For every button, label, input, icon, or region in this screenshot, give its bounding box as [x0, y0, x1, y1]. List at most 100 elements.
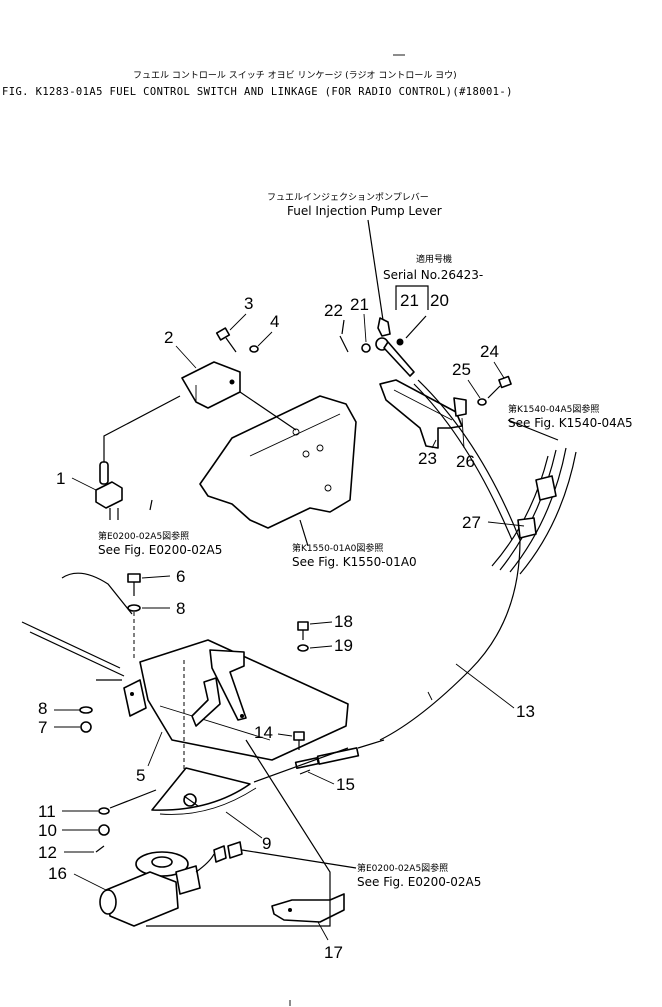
ref-k1550: See Fig. K1550-01A0 — [292, 555, 417, 569]
part-label-19: 19 — [334, 636, 353, 655]
rod-end-part-21 — [375, 337, 415, 377]
part-label-24: 24 — [480, 342, 499, 361]
sector-leader — [109, 789, 157, 809]
part-label-11: 11 — [38, 802, 56, 821]
part-label-25: 25 — [452, 360, 471, 379]
control-panel — [199, 395, 357, 529]
part-label-6: 6 — [176, 567, 185, 586]
bolt-part-18 — [297, 621, 309, 640]
nut-part-10 — [98, 824, 110, 836]
part-label-14: 14 — [254, 723, 273, 742]
clamp-part-26 — [453, 397, 467, 417]
bolt-part-24 — [487, 375, 512, 399]
motor-connector-a — [213, 845, 227, 863]
actuator-motor-part-16 — [99, 851, 201, 927]
plate-fold — [159, 705, 271, 741]
part-label-1: 1 — [56, 469, 65, 488]
part-label-26: 26 — [456, 452, 475, 471]
part-label-5: 5 — [136, 766, 145, 785]
pin-part-22 — [339, 335, 349, 353]
serial-label-jp: 適用号機 — [416, 253, 452, 265]
cable-mark — [427, 691, 433, 701]
pump-lever-label-jp: フュエルインジェクションポンプレバー — [267, 192, 429, 203]
part-label-22: 22 — [324, 301, 343, 320]
ref-e0200-top-jp: 第E0200-02A5図参照 — [98, 530, 189, 542]
cable-end-part-15 — [294, 747, 360, 770]
title-japanese: フュエル コントロール スイッチ オヨビ リンケージ (ラジオ コントロール ヨ… — [133, 70, 457, 81]
ref-k1540: See Fig. K1540-04A5 — [508, 416, 633, 430]
part-label-8-top: 8 — [176, 599, 185, 618]
pump-lever-leader — [367, 219, 384, 321]
pin-leader — [341, 319, 345, 335]
part-labels: 1 2 3 4 5 6 7 8 8 9 10 11 12 13 14 15 16… — [38, 291, 535, 962]
cable-to-plate — [61, 572, 133, 615]
part-label-15: 15 — [336, 775, 355, 794]
bolt-part-14 — [293, 731, 305, 750]
washer-part-8-top — [127, 604, 141, 612]
bolt-part-3 — [215, 327, 237, 353]
part-label-18: 18 — [334, 612, 353, 631]
ref-k1540-leader — [507, 419, 559, 441]
washer-part-11 — [98, 807, 110, 815]
pump-lever-label: Fuel Injection Pump Lever — [287, 204, 442, 218]
washer-part-25 — [477, 398, 487, 406]
bracket-hole — [229, 379, 235, 385]
washer-part-19 — [297, 644, 309, 652]
edge-line-left-2 — [29, 631, 125, 677]
edge-line-left-1 — [21, 621, 121, 669]
washer-part-8-bottom — [79, 706, 93, 714]
fuel-control-switch-part-1 — [95, 461, 123, 509]
harness-part-27 — [491, 447, 577, 575]
panel-hole-3 — [292, 428, 300, 436]
panel-hole-1 — [302, 450, 310, 458]
switch-wire — [109, 499, 153, 520]
connector-leader — [241, 849, 357, 869]
washer-part-4 — [249, 345, 259, 353]
part-label-21-right: 21 — [400, 291, 419, 310]
plate-tab-hole — [130, 692, 134, 696]
ref-e0200-bottom-jp: 第E0200-02A5図参照 — [357, 862, 448, 874]
bracket-to-panel-line — [239, 391, 297, 431]
part-label-27: 27 — [462, 513, 481, 532]
bracket-part-2 — [181, 361, 241, 409]
part-label-8-bottom: 8 — [38, 699, 47, 718]
part-label-20: 20 — [430, 291, 449, 310]
pin-part-12 — [95, 845, 105, 853]
pin-part-15 — [299, 769, 311, 775]
lever-joint — [377, 317, 391, 337]
control-cable-inner — [413, 383, 513, 541]
motor-wire — [195, 853, 215, 873]
sector-edge — [159, 787, 257, 815]
sector-slot — [183, 795, 199, 807]
ref-e0200-bottom: See Fig. E0200-02A5 — [357, 875, 481, 889]
assembly-frame-right — [146, 739, 331, 927]
ref-k1540-jp: 第K1540-04A5図参照 — [508, 403, 599, 415]
part-label-13: 13 — [516, 702, 535, 721]
serial-bracket — [395, 285, 429, 310]
part-label-16: 16 — [48, 864, 67, 883]
nut-leader — [405, 315, 427, 339]
part-label-2: 2 — [164, 328, 173, 347]
lever-bracket — [209, 649, 247, 721]
nut-part-7 — [80, 721, 92, 733]
part-label-4: 4 — [270, 312, 279, 331]
plate-tab — [123, 679, 147, 717]
bolt-part-6 — [127, 573, 141, 596]
control-cable-part-13 — [379, 379, 521, 741]
sector-plate-part-9 — [151, 767, 251, 811]
switch-leader — [103, 395, 181, 462]
part-label-9: 9 — [262, 834, 271, 853]
serial-label: Serial No.26423- — [383, 268, 483, 282]
part-label-10: 10 — [38, 821, 57, 840]
bracket-part-23 — [379, 379, 463, 449]
figure-title: FIG. K1283-01A5 FUEL CONTROL SWITCH AND … — [2, 86, 513, 98]
lever-pivot — [240, 714, 244, 718]
part-label-3: 3 — [244, 294, 253, 313]
sector-to-cable — [253, 747, 349, 783]
part-label-21-left: 21 — [350, 295, 369, 314]
panel-hole-2 — [316, 444, 324, 452]
part-label-23: 23 — [418, 449, 437, 468]
ref-e0200-top: See Fig. E0200-02A5 — [98, 543, 222, 557]
lever-arm — [191, 677, 221, 727]
